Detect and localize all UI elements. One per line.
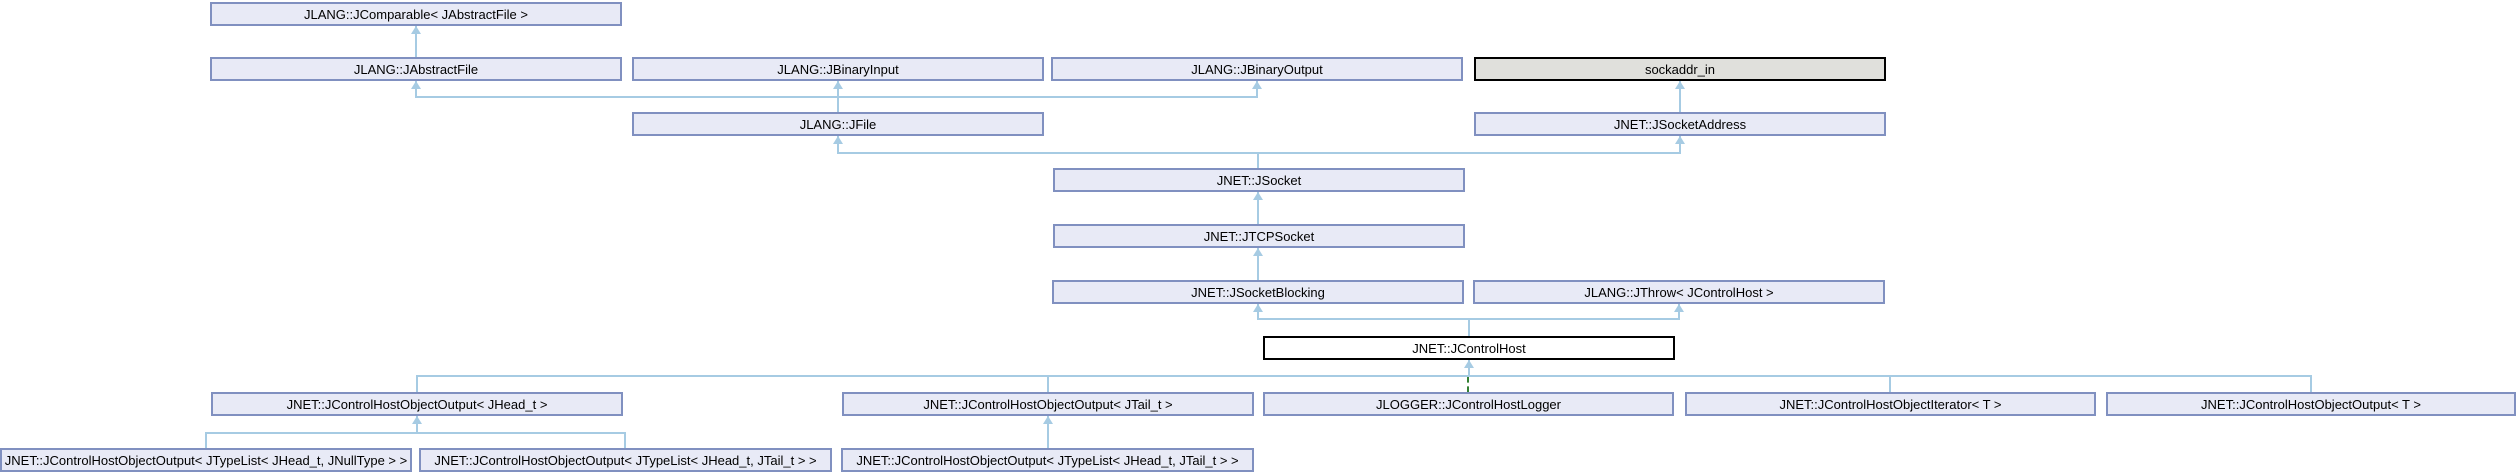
inheritance-edge bbox=[837, 136, 839, 154]
inheritance-edge-rail bbox=[1257, 318, 1680, 320]
inheritance-edge-rail bbox=[415, 96, 1258, 98]
class-node-out-jhead[interactable]: JNET::JControlHostObjectOutput< JHead_t … bbox=[211, 392, 623, 416]
inheritance-edge bbox=[415, 26, 417, 57]
class-node-out-typelist-nulltype[interactable]: JNET::JControlHostObjectOutput< JTypeLis… bbox=[0, 448, 412, 472]
class-node-objectoutput-t[interactable]: JNET::JControlHostObjectOutput< T > bbox=[2106, 392, 2516, 416]
inheritance-edge-rail bbox=[205, 432, 626, 434]
class-node-jabstractfile[interactable]: JLANG::JAbstractFile bbox=[210, 57, 622, 81]
arrow-up-icon bbox=[1674, 304, 1684, 312]
private-inheritance-edge bbox=[1467, 377, 1469, 392]
inheritance-edge bbox=[205, 433, 207, 448]
class-node-jtcpsocket[interactable]: JNET::JTCPSocket bbox=[1053, 224, 1465, 248]
inheritance-edge bbox=[1257, 153, 1259, 168]
arrow-up-icon bbox=[1464, 360, 1474, 368]
class-node-jbinaryinput[interactable]: JLANG::JBinaryInput bbox=[632, 57, 1044, 81]
inheritance-edge bbox=[415, 81, 417, 98]
inheritance-edge bbox=[1257, 192, 1259, 224]
inheritance-edge bbox=[1889, 376, 1891, 392]
arrow-up-icon bbox=[1675, 81, 1685, 89]
class-node-jthrow[interactable]: JLANG::JThrow< JControlHost > bbox=[1473, 280, 1885, 304]
class-node-jcontrolhostlogger[interactable]: JLOGGER::JControlHostLogger bbox=[1263, 392, 1674, 416]
inheritance-edge bbox=[1047, 416, 1049, 448]
class-node-objectiterator-t[interactable]: JNET::JControlHostObjectIterator< T > bbox=[1685, 392, 2096, 416]
class-node-jcomparable[interactable]: JLANG::JComparable< JAbstractFile > bbox=[210, 2, 622, 26]
class-node-out-typelist-tail-b[interactable]: JNET::JControlHostObjectOutput< JTypeLis… bbox=[841, 448, 1254, 472]
inheritance-edge bbox=[416, 416, 418, 433]
inheritance-edge bbox=[1679, 136, 1681, 154]
inheritance-edge bbox=[1257, 248, 1259, 280]
arrow-up-icon bbox=[1253, 304, 1263, 312]
arrow-up-icon bbox=[412, 416, 422, 424]
inheritance-edge-rail bbox=[837, 152, 1681, 154]
inheritance-edge bbox=[2310, 376, 2312, 392]
class-node-jbinaryoutput[interactable]: JLANG::JBinaryOutput bbox=[1051, 57, 1463, 81]
arrow-up-icon bbox=[1253, 248, 1263, 256]
arrow-up-icon bbox=[411, 81, 421, 89]
class-node-sockaddr-in: sockaddr_in bbox=[1474, 57, 1886, 81]
class-node-out-typelist-tail-a[interactable]: JNET::JControlHostObjectOutput< JTypeLis… bbox=[419, 448, 832, 472]
class-node-jfile[interactable]: JLANG::JFile bbox=[632, 112, 1044, 136]
inheritance-edge-rail bbox=[416, 375, 2312, 377]
inheritance-edge bbox=[1257, 304, 1259, 320]
arrow-up-icon bbox=[833, 136, 843, 144]
arrow-up-icon bbox=[1253, 192, 1263, 200]
class-node-jcontrolhost-current: JNET::JControlHost bbox=[1263, 336, 1675, 360]
arrow-up-icon bbox=[1675, 136, 1685, 144]
arrow-up-icon bbox=[1043, 416, 1053, 424]
class-node-out-jtail[interactable]: JNET::JControlHostObjectOutput< JTail_t … bbox=[842, 392, 1254, 416]
inheritance-edge bbox=[1679, 81, 1681, 112]
class-node-jsocketblocking[interactable]: JNET::JSocketBlocking bbox=[1052, 280, 1464, 304]
arrow-up-icon bbox=[833, 81, 843, 89]
inheritance-edge bbox=[416, 376, 418, 392]
inheritance-edge bbox=[1468, 319, 1470, 336]
inheritance-edge bbox=[1468, 360, 1470, 377]
inheritance-edge bbox=[1256, 81, 1258, 98]
arrow-up-icon bbox=[1252, 81, 1262, 89]
class-node-jsocketaddress[interactable]: JNET::JSocketAddress bbox=[1474, 112, 1886, 136]
arrow-up-icon bbox=[411, 26, 421, 34]
inheritance-edge bbox=[624, 433, 626, 448]
class-node-jsocket[interactable]: JNET::JSocket bbox=[1053, 168, 1465, 192]
inheritance-edge bbox=[1678, 304, 1680, 320]
inheritance-edge bbox=[1047, 376, 1049, 392]
